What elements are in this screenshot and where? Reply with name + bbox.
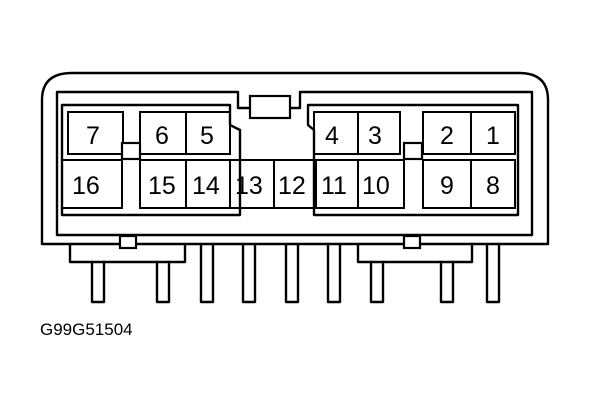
pin-1: 1 xyxy=(486,122,500,150)
mount-flange-left xyxy=(68,242,187,264)
pin-8: 8 xyxy=(486,172,500,200)
figure-code: G99G51504 xyxy=(40,320,133,339)
cavity-3 xyxy=(357,111,401,155)
right-pin-group xyxy=(306,103,520,217)
mount-key-right xyxy=(402,234,422,250)
pin-4: 4 xyxy=(325,122,339,150)
mount-key-left xyxy=(118,234,138,250)
pin-16: 16 xyxy=(72,172,100,200)
pin-10: 10 xyxy=(362,172,390,200)
key-notch-right xyxy=(402,141,424,161)
cavity-1 xyxy=(470,111,516,155)
key-notch-left xyxy=(120,141,142,161)
housing-inner-outline xyxy=(55,90,534,237)
pin-12: 12 xyxy=(278,172,306,200)
pin-15: 15 xyxy=(148,172,176,200)
left-pin-group xyxy=(60,103,242,217)
pin-13: 13 xyxy=(235,172,263,200)
pin-3: 3 xyxy=(368,122,382,150)
pin-5: 5 xyxy=(200,122,214,150)
cavity-16 xyxy=(61,159,123,209)
locking-latch xyxy=(248,94,292,120)
cavity-10 xyxy=(357,159,405,209)
mount-flange-right xyxy=(356,242,474,264)
cavity-5 xyxy=(185,111,231,155)
terminal-leads xyxy=(90,242,501,304)
pin-14: 14 xyxy=(192,172,220,200)
pin-11: 11 xyxy=(321,172,347,200)
pin-2: 2 xyxy=(440,122,454,150)
cavity-7 xyxy=(67,111,124,155)
pin-9: 9 xyxy=(440,172,454,200)
pin-7: 7 xyxy=(86,122,100,150)
cavity-8 xyxy=(470,159,516,209)
connector-housing xyxy=(40,71,550,246)
pin-6: 6 xyxy=(155,122,169,150)
